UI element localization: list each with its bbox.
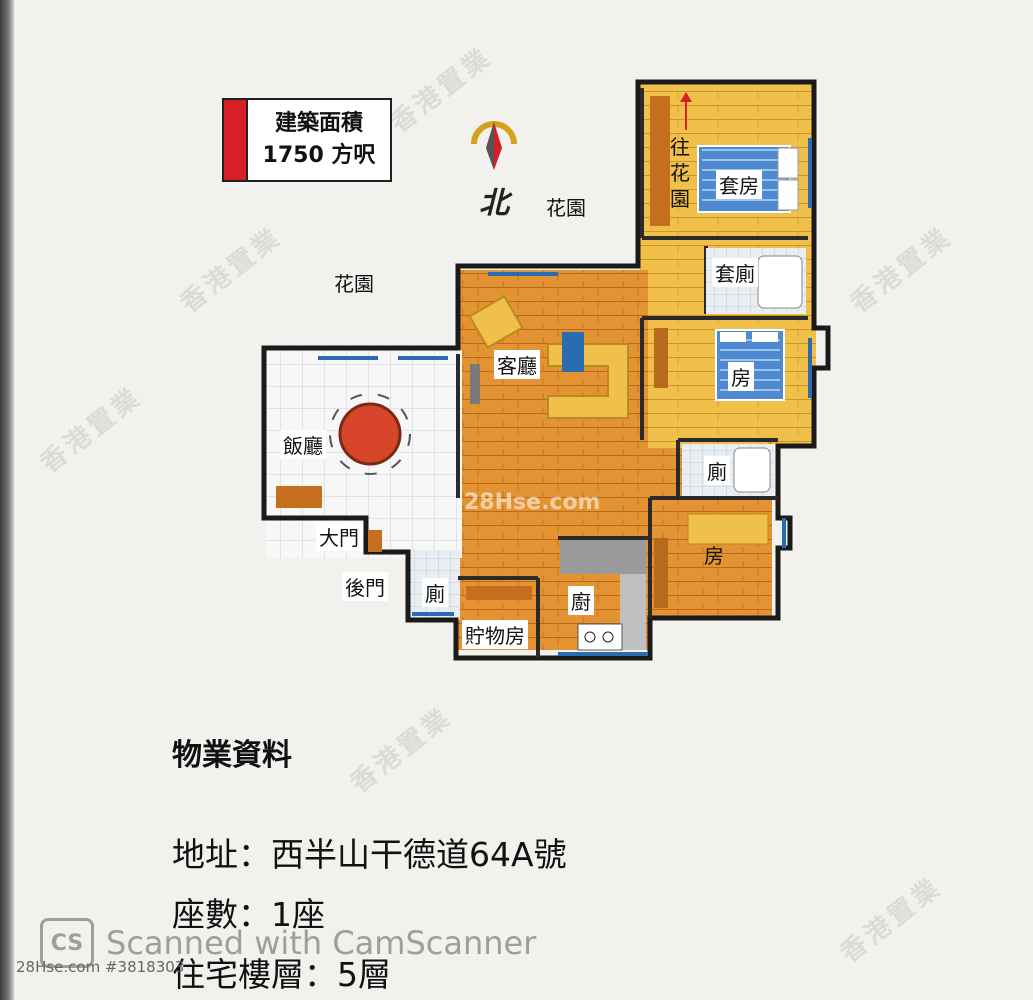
to-garden-text: 往花園 — [670, 135, 690, 211]
info-blocks: 座數：1座 — [172, 895, 325, 934]
scan-left-edge — [0, 0, 14, 1000]
room-label-kitchen: 廚 — [568, 586, 594, 615]
room-label-living: 客廳 — [494, 350, 540, 379]
info-title: 物業資料 — [172, 738, 292, 773]
closet-icon — [650, 96, 670, 226]
area-badge-bar — [224, 100, 248, 180]
room-label-suite-bath: 套廁 — [712, 258, 758, 287]
room-label-back-bath: 廁 — [422, 578, 448, 607]
arrow-up-icon — [680, 92, 692, 130]
plan-stamp: 28Hse.com — [464, 490, 601, 515]
room-label-dining: 飯廳 — [280, 430, 326, 459]
dining-table-icon — [276, 393, 411, 508]
shelf-icon — [466, 586, 532, 600]
north-compass: 北 — [466, 118, 522, 222]
sofa-icon — [468, 295, 629, 419]
closet-icon — [654, 538, 668, 608]
watermark: 香港置業 — [345, 701, 459, 800]
room-label-back-door: 後門 — [342, 572, 388, 601]
watermark: 香港置業 — [35, 381, 149, 480]
north-label: 北 — [479, 186, 509, 221]
info-address: 地址：西半山干德道64A號 — [172, 835, 567, 874]
area-label: 建築面積 — [274, 111, 363, 136]
watermark: 香港置業 — [835, 871, 949, 970]
bathtub-icon — [733, 447, 771, 493]
bathtub-icon — [757, 255, 803, 309]
room-label-room-bottom: 房 — [704, 544, 724, 568]
garden-label-north: 花園 — [546, 192, 586, 223]
floor-plan — [261, 79, 831, 661]
room-label-bath: 廁 — [704, 456, 730, 485]
room-label-to-garden: 往花園 — [670, 134, 694, 212]
closet-icon — [654, 328, 668, 388]
garden-text: 花園 — [334, 272, 374, 296]
garden-label-west: 花園 — [334, 268, 374, 299]
room-label-suite: 套房 — [716, 170, 762, 199]
kitchen-counter-icon — [560, 540, 646, 651]
room-label-main-door: 大門 — [316, 522, 362, 551]
bed-icon — [697, 145, 799, 213]
camscanner-text: Scanned with CamScanner — [106, 924, 537, 962]
garden-text: 花園 — [546, 196, 586, 220]
camscanner-logo: CS — [40, 918, 94, 968]
watermark: 香港置業 — [845, 221, 959, 320]
desk-icon — [687, 513, 769, 545]
room-label-room-top: 房 — [728, 362, 754, 391]
plan-interior-walls — [456, 88, 808, 658]
compass-icon — [471, 121, 517, 170]
info-floors: 住宅樓層：5層 — [172, 955, 391, 994]
plan-windows — [318, 138, 812, 656]
camscanner-watermark: CS Scanned with CamScanner — [40, 918, 536, 968]
listing-ref: 28Hse.com #3818303 — [16, 958, 185, 976]
area-badge: 建築面積 1750 方呎 — [222, 98, 392, 182]
area-value: 1750 方呎 — [262, 143, 376, 168]
room-label-storage: 貯物房 — [462, 620, 528, 649]
door-icon — [368, 530, 382, 552]
